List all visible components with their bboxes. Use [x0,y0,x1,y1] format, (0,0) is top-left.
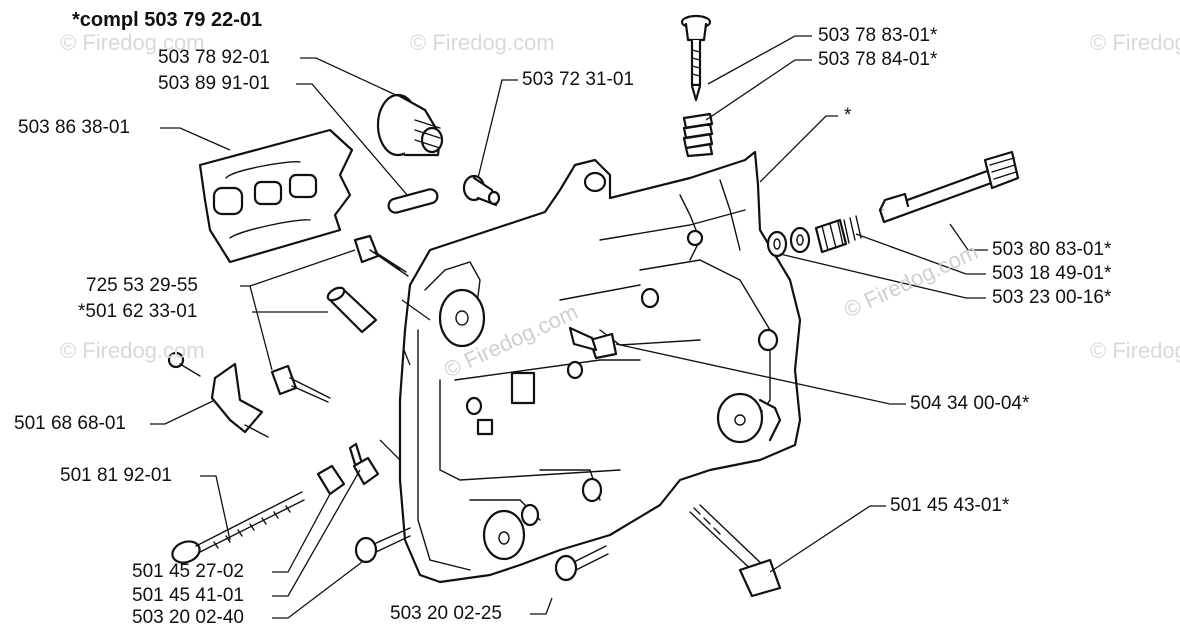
watermark: © Firedog.com [60,338,205,363]
oil-fitting [568,326,618,360]
guide-bar-plate [198,128,354,264]
part-label: 503 78 83-01* [818,25,938,46]
screw-725 [353,234,409,277]
watermark: © Firedog.com [1090,338,1180,363]
assembly-title: *compl 503 79 22-01 [72,9,263,31]
adjuster-shaft [878,150,1020,224]
part-label: 504 34 00-04* [910,393,1030,414]
part-label: 503 20 02-25 [390,603,502,624]
clutch-cover [398,150,802,584]
part-label: 501 45 41-01 [132,585,244,606]
tensioner [348,442,380,486]
part-label: 503 78 84-01* [818,49,938,70]
part-label: 501 45 43-01* [890,495,1010,516]
spring-washers [766,215,862,258]
stud-bolt [462,174,501,207]
sleeve [326,286,378,334]
part-label: 503 86 38-01 [18,117,130,138]
screw-lower [270,364,331,403]
tension-screw [171,491,305,564]
valve-assembly [680,14,714,158]
screw-40 [354,527,411,564]
nut [316,464,346,496]
oil-cap [376,93,444,157]
part-label: 503 72 31-01 [522,69,634,90]
part-label: 503 23 00-16* [992,287,1112,308]
watermark: © Firedog.com [60,30,205,55]
watermark: © Firedog.com [1090,30,1180,55]
part-label: 725 53 29-55 [86,275,198,296]
part-label: 503 18 49-01* [992,263,1112,284]
part-label: * [844,105,852,126]
leader-lines [150,35,988,619]
part-label: 503 80 83-01* [992,239,1112,260]
part-label: 501 68 68-01 [14,413,126,434]
pin [387,188,439,214]
part-label: *501 62 33-01 [78,301,198,322]
screw-25 [554,545,609,582]
part-label: 503 20 02-40 [132,607,244,628]
long-bolt [689,504,782,598]
part-label: 501 45 27-02 [132,561,244,582]
part-label: 503 89 91-01 [158,73,270,94]
part-label: 501 81 92-01 [60,465,172,486]
chain-catcher [167,351,269,438]
watermark: © Firedog.com [410,30,555,55]
part-label: 503 78 92-01 [158,47,270,68]
